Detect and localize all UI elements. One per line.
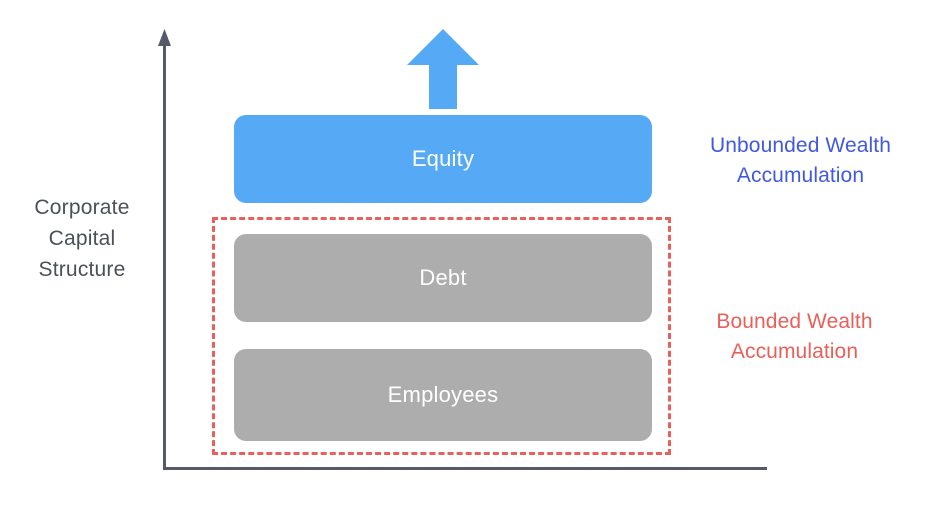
bar-employees-label: Employees xyxy=(387,382,499,407)
bar-debt[interactable]: Debt xyxy=(234,234,652,322)
y-axis-label-line-2: Capital xyxy=(48,227,116,250)
y-axis-label-line-1: Corporate xyxy=(34,196,130,219)
annotation-unbounded-wealth: Unbounded Wealth Accumulation xyxy=(678,131,923,191)
bar-employees[interactable]: Employees xyxy=(234,349,652,441)
y-axis-arrowhead xyxy=(158,29,171,46)
y-axis-label: Corporate Capital Structure xyxy=(6,192,158,285)
annotation-bounded-line-1: Bounded Wealth xyxy=(716,310,873,333)
annotation-bounded-line-2: Accumulation xyxy=(730,340,859,363)
bar-equity-label: Equity xyxy=(411,146,475,171)
annotation-bounded-wealth: Bounded Wealth Accumulation xyxy=(672,307,917,367)
bounded-region-outline xyxy=(212,217,671,455)
annotation-unbounded-line-2: Accumulation xyxy=(736,164,865,187)
up-arrow-icon xyxy=(407,29,479,109)
annotation-unbounded-line-1: Unbounded Wealth xyxy=(709,134,891,157)
bar-equity[interactable]: Equity xyxy=(234,115,652,203)
bar-debt-label: Debt xyxy=(419,265,467,290)
y-axis-label-line-3: Structure xyxy=(38,258,126,281)
